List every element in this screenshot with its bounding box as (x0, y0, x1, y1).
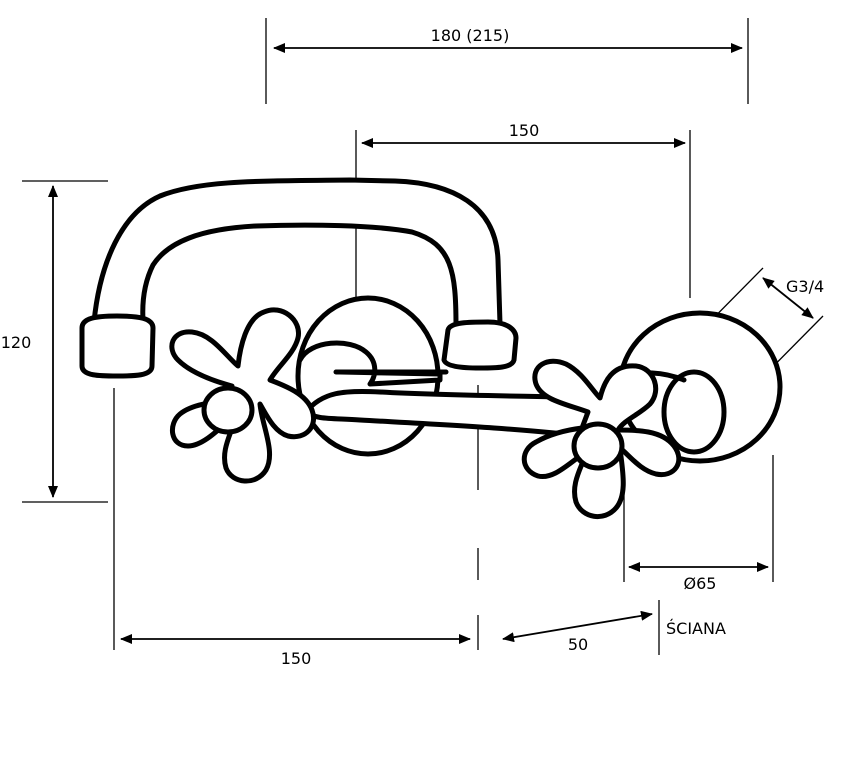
dim-thread-label: G3/4 (786, 277, 824, 296)
dim-spout-reach-label: 150 (281, 649, 312, 668)
spout-aerator (79, 313, 156, 379)
dim-arrow-wall-offset (502, 610, 653, 643)
right-connector-nut (661, 369, 727, 455)
wall-label: ŚCIANA (666, 619, 726, 638)
spout-tube (91, 177, 503, 329)
left-handle-cap (201, 385, 255, 435)
dim-height-label: 120 (1, 333, 32, 352)
dim-wall-offset-label: 50 (568, 635, 588, 654)
right-handle-cap (571, 421, 625, 471)
spout-swivel-nut (441, 319, 519, 371)
dimension-arrows (48, 43, 814, 644)
faucet-body (79, 177, 783, 519)
dim-rosette-label: Ø65 (684, 574, 717, 593)
dim-arrow-thread (762, 277, 814, 319)
extension-lines (22, 18, 824, 655)
dim-overall-width-label: 180 (215) (431, 26, 510, 45)
dim-spacing-top-label: 150 (509, 121, 540, 140)
